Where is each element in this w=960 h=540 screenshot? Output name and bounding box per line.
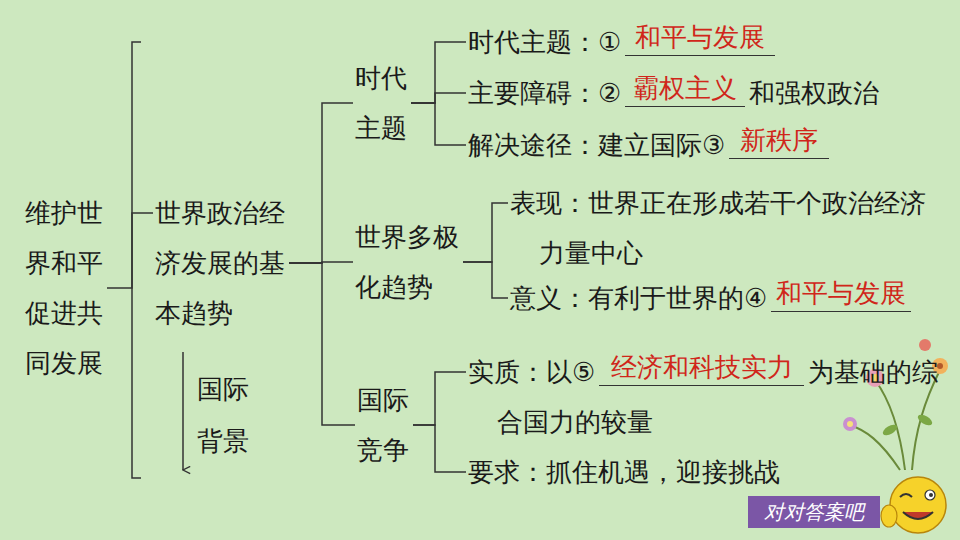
answer-text: 和平与发展 bbox=[625, 23, 775, 56]
bracket-connector bbox=[411, 93, 466, 103]
outer-bracket bbox=[132, 42, 141, 478]
root-topic: 维护世界和平促进共同发展 bbox=[25, 188, 105, 388]
leaf-item: 表现：世界正在形成若干个政治经济力量中心 bbox=[510, 178, 939, 278]
topic-node: 国际竞争 bbox=[357, 375, 411, 475]
bracket-connector bbox=[289, 103, 353, 263]
bracket-connector bbox=[107, 213, 153, 288]
topic-node: 世界多极化趋势 bbox=[355, 212, 461, 312]
node-text: 世界政治经济发展的基本趋势 bbox=[155, 198, 285, 328]
node-text: 维护世界和平促进共同发展 bbox=[25, 198, 103, 378]
node-text: 解决途径：建立国际③ bbox=[468, 130, 725, 160]
down-arrow bbox=[182, 352, 184, 470]
leaf-item: 时代主题：①和平与发展 bbox=[468, 17, 782, 67]
bracket-connector bbox=[413, 372, 466, 425]
node-text: 时代主题：① bbox=[468, 27, 621, 57]
node-text: 对对答案吧 bbox=[764, 500, 864, 524]
answer-text: 新秩序 bbox=[729, 126, 829, 159]
leaf-item: 意义：有利于世界的④和平与发展 bbox=[510, 273, 918, 323]
bracket-connector bbox=[413, 425, 466, 472]
smiley-figure bbox=[881, 477, 946, 533]
bracket-connector bbox=[463, 203, 508, 262]
leaf-item: 主要障碍：②霸权主义和强权政治 bbox=[468, 68, 882, 118]
node-text: 实质：以⑤ bbox=[468, 357, 595, 387]
topic-node: 时代主题 bbox=[355, 53, 409, 153]
node-text: 时代主题 bbox=[355, 63, 407, 143]
bracket-connector bbox=[463, 262, 508, 298]
side-label: 国际背景 bbox=[197, 363, 251, 467]
node-text: 世界多极化趋势 bbox=[355, 222, 459, 302]
answer-band: 对对答案吧 bbox=[748, 496, 880, 528]
node-text: 要求：抓住机遇，迎接挑战 bbox=[468, 457, 780, 487]
leaf-item: 实质：以⑤经济和科技实力为基础的综合国力的较量 bbox=[468, 347, 957, 447]
node-text: 意义：有利于世界的④ bbox=[510, 283, 767, 313]
node-text: 国际竞争 bbox=[357, 385, 409, 465]
bracket-connector bbox=[411, 103, 466, 145]
answer-text: 霸权主义 bbox=[625, 74, 745, 107]
label-text: 国际背景 bbox=[197, 374, 249, 456]
leaf-item: 要求：抓住机遇，迎接挑战 bbox=[468, 447, 782, 497]
node-text: 主要障碍：② bbox=[468, 78, 621, 108]
answer-text: 经济和科技实力 bbox=[599, 353, 804, 386]
bracket-connector bbox=[411, 42, 466, 103]
node-text: 表现：世界正在形成若干个政治经济力量中心 bbox=[510, 188, 926, 268]
answer-text: 和平与发展 bbox=[771, 279, 911, 312]
bracket-connector bbox=[289, 263, 355, 425]
topic-node: 世界政治经济发展的基本趋势 bbox=[155, 188, 287, 338]
node-text: 和强权政治 bbox=[749, 78, 879, 108]
leaf-item: 解决途径：建立国际③新秩序 bbox=[468, 120, 836, 170]
